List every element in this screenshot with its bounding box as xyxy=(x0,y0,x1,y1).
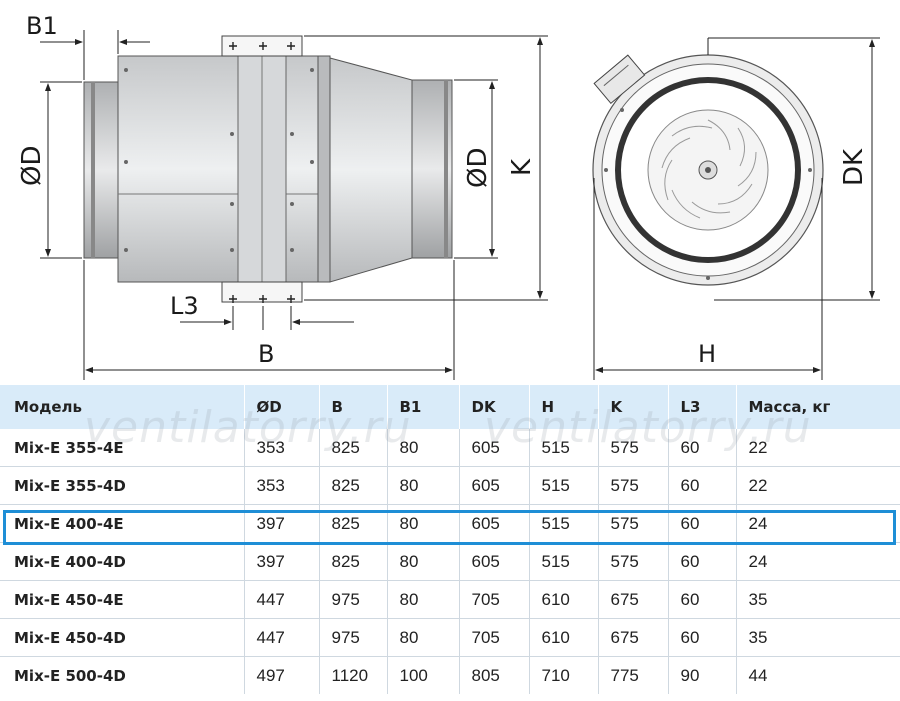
cell-l3: 60 xyxy=(667,542,736,581)
cell-model: Mix-E 355-4D xyxy=(0,466,244,505)
cell-b: 825 xyxy=(318,542,387,581)
header-b1: B1 xyxy=(386,385,459,429)
cell-h: 515 xyxy=(528,504,598,543)
cell-dk: 705 xyxy=(458,580,529,619)
cell-dk: 705 xyxy=(458,618,529,657)
cell-k: 675 xyxy=(597,618,668,657)
cell-h: 610 xyxy=(528,580,598,619)
side-dimensions xyxy=(40,30,548,380)
front-dimensions xyxy=(593,37,880,380)
cell-dk: 605 xyxy=(458,429,529,467)
cell-b: 1120 xyxy=(318,656,387,694)
cell-b1: 80 xyxy=(386,542,459,581)
cell-l3: 60 xyxy=(667,618,736,657)
cell-h: 515 xyxy=(528,466,598,505)
cell-b: 825 xyxy=(318,504,387,543)
cell-mass: 22 xyxy=(735,429,900,467)
header-h: H xyxy=(528,385,598,429)
cell-dk: 605 xyxy=(458,542,529,581)
d-right-label: ØD xyxy=(463,148,493,189)
cell-dk: 605 xyxy=(458,504,529,543)
cell-model: Mix-E 355-4E xyxy=(14,438,124,457)
cell-l3: 60 xyxy=(667,429,736,467)
table-header-row: Модель ØD B B1 DK H K L3 Масса, кг xyxy=(0,385,900,429)
cell-l3: 60 xyxy=(667,504,736,543)
h-label: H xyxy=(698,340,716,368)
cell-b1: 80 xyxy=(386,429,459,467)
cell-diameter: 447 xyxy=(243,580,319,619)
cell-h: 710 xyxy=(528,656,598,694)
cell-diameter: 353 xyxy=(243,466,319,505)
cell-b: 975 xyxy=(318,580,387,619)
cell-diameter: 397 xyxy=(243,504,319,543)
header-diameter: ØD xyxy=(243,385,319,429)
cell-mass: 24 xyxy=(735,504,900,543)
front-view xyxy=(592,54,824,286)
cell-model: Mix-E 400-4E xyxy=(0,504,244,543)
header-k: K xyxy=(597,385,668,429)
cell-diameter: 397 xyxy=(243,542,319,581)
cell-k: 575 xyxy=(597,542,668,581)
cell-h: 515 xyxy=(528,542,598,581)
d-left-label: ØD xyxy=(17,146,47,187)
cell-mass: 35 xyxy=(735,580,900,619)
cell-b1: 80 xyxy=(386,466,459,505)
dk-label: DK xyxy=(839,148,869,186)
specs-table: Модель ØD B B1 DK H K L3 Масса, кг Mix-E… xyxy=(0,385,900,694)
b1-label: B1 xyxy=(26,12,58,40)
cell-k: 675 xyxy=(597,580,668,619)
header-b: B xyxy=(318,385,387,429)
cell-mass: 44 xyxy=(735,656,900,694)
cell-k: 575 xyxy=(597,504,668,543)
cell-b1: 80 xyxy=(386,504,459,543)
cell-k: 775 xyxy=(597,656,668,694)
cell-b1: 100 xyxy=(386,656,459,694)
cell-k: 575 xyxy=(597,466,668,505)
cell-h: 610 xyxy=(528,618,598,657)
cell-l3: 60 xyxy=(667,580,736,619)
cell-b1: 80 xyxy=(386,618,459,657)
header-mass: Масса, кг xyxy=(735,385,900,429)
cell-mass: 24 xyxy=(735,542,900,581)
cell-b: 825 xyxy=(318,429,387,467)
cell-b: 975 xyxy=(318,618,387,657)
side-view xyxy=(83,35,453,303)
cell-mass: 35 xyxy=(735,618,900,657)
cell-model: Mix-E 450-4D xyxy=(0,618,244,657)
k-label: K xyxy=(507,158,537,176)
cell-diameter: 353 xyxy=(243,429,319,467)
header-dk: DK xyxy=(458,385,529,429)
cell-diameter: 447 xyxy=(243,618,319,657)
cell-k: 575 xyxy=(597,429,668,467)
cell-model: Mix-E 450-4E xyxy=(0,580,244,619)
impeller-blades xyxy=(661,119,757,219)
header-l3: L3 xyxy=(667,385,736,429)
cell-dk: 805 xyxy=(458,656,529,694)
cell-l3: 90 xyxy=(667,656,736,694)
cell-l3: 60 xyxy=(667,466,736,505)
cell-b1: 80 xyxy=(386,580,459,619)
b-label: B xyxy=(258,340,274,368)
cell-diameter: 497 xyxy=(243,656,319,694)
cell-b: 825 xyxy=(318,466,387,505)
cell-dk: 605 xyxy=(458,466,529,505)
l3-label: L3 xyxy=(170,292,199,320)
cell-h: 515 xyxy=(528,429,598,467)
technical-drawing: B1 ØD ØD K L3 B DK H xyxy=(17,12,880,380)
header-model: Модель xyxy=(14,398,82,416)
cell-mass: 22 xyxy=(735,466,900,505)
cell-model: Mix-E 400-4D xyxy=(0,542,244,581)
cell-model: Mix-E 500-4D xyxy=(0,656,244,694)
